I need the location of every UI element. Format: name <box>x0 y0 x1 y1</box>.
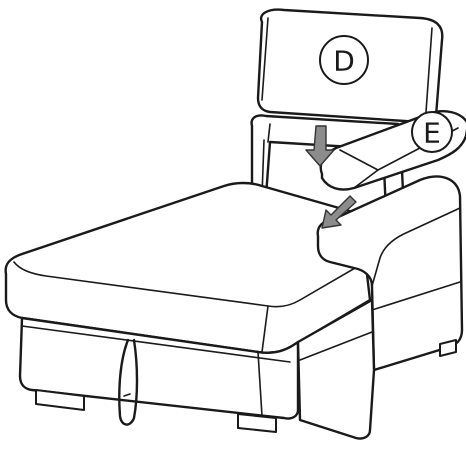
callout-d: D <box>320 36 368 84</box>
foot-right <box>440 340 456 356</box>
callout-e: E <box>412 112 452 152</box>
callout-d-label: D <box>333 45 355 78</box>
foot-middle <box>238 414 276 432</box>
callout-e-label: E <box>423 117 441 150</box>
